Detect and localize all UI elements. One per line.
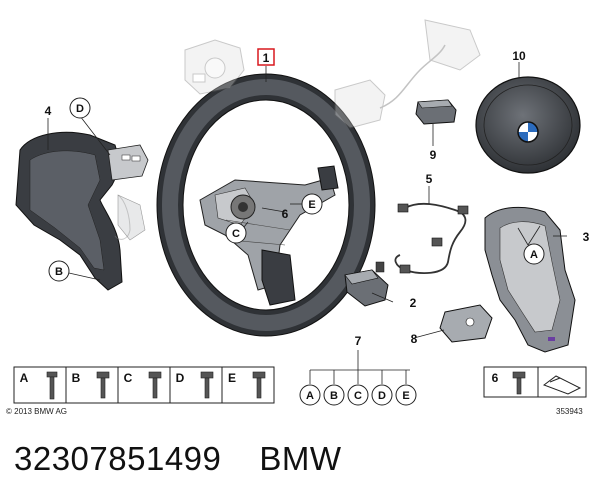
screw-icon-d [200, 371, 214, 399]
footer-caption: 32307851499 BMW [14, 440, 342, 478]
callout-10: 10 [512, 49, 526, 63]
callout-9: 9 [430, 148, 437, 162]
part-10-airbag [475, 76, 581, 174]
callout-3: 3 [583, 230, 590, 244]
svg-text:C: C [232, 228, 240, 240]
group-letter-e: E [402, 390, 409, 402]
callout-4: 4 [45, 104, 52, 118]
legend-label-a: A [20, 371, 29, 385]
svg-text:E: E [308, 199, 315, 211]
screw-icon-6 [512, 371, 526, 395]
callout-5: 5 [426, 172, 433, 186]
callout-2: 2 [410, 296, 417, 310]
part-3-trim-cover [484, 206, 576, 353]
part-4-rear-cover [15, 131, 149, 291]
circled-letter-d-top: D [69, 97, 91, 119]
legend-label-c: C [124, 371, 133, 385]
legend-number-6: 6 [492, 371, 499, 385]
diagram-id: 353943 [556, 407, 583, 416]
legend-item-6: 6 [483, 366, 587, 398]
screw-icon-c [148, 371, 162, 399]
svg-text:B: B [55, 266, 63, 278]
legend-screws-table: A B C D E [13, 366, 275, 404]
circled-letter-c-wheel: C [225, 222, 247, 244]
circled-letter-a-cover: A [523, 243, 545, 265]
screw-icon-a [46, 371, 58, 400]
part-5-cable-harness [394, 202, 469, 274]
callout-1: 1 [263, 51, 270, 65]
screw-icon-b [96, 371, 110, 399]
part-number: 32307851499 [14, 440, 222, 477]
svg-text:A: A [530, 249, 538, 261]
callout-6: 6 [282, 207, 289, 221]
exploded-parts-diagram: 1 4 2 3 5 6 8 9 10 D E C A B A B C D E [6, 19, 590, 416]
faded-multifunction-switch [334, 19, 481, 129]
part-2-sensor [344, 261, 389, 307]
callout-1-highlight [257, 48, 275, 66]
circled-letter-b-rear: B [48, 260, 70, 282]
part-1-steering-wheel [156, 73, 376, 337]
legend-label-b: B [72, 371, 81, 385]
group-number-7: 7 [355, 334, 362, 348]
legend-group-7: 7 A B C D E [299, 334, 417, 406]
brand-name: BMW [259, 440, 342, 477]
legend-label-e: E [228, 371, 236, 385]
faded-switch-module [184, 39, 245, 95]
faded-paddle [114, 194, 131, 240]
group-letter-c: C [354, 390, 362, 402]
part-8-bracket [439, 304, 493, 343]
group-letter-b: B [330, 390, 338, 402]
callout-8: 8 [411, 332, 418, 346]
copyright-text: © 2013 BMW AG [6, 407, 67, 416]
screw-icon-e [252, 371, 266, 399]
legend-label-d: D [176, 371, 185, 385]
circled-letter-e-wheel: E [301, 193, 323, 215]
svg-text:D: D [76, 103, 84, 115]
group-letter-a: A [306, 390, 314, 402]
part-9-module [415, 99, 457, 125]
group-letter-d: D [378, 390, 386, 402]
